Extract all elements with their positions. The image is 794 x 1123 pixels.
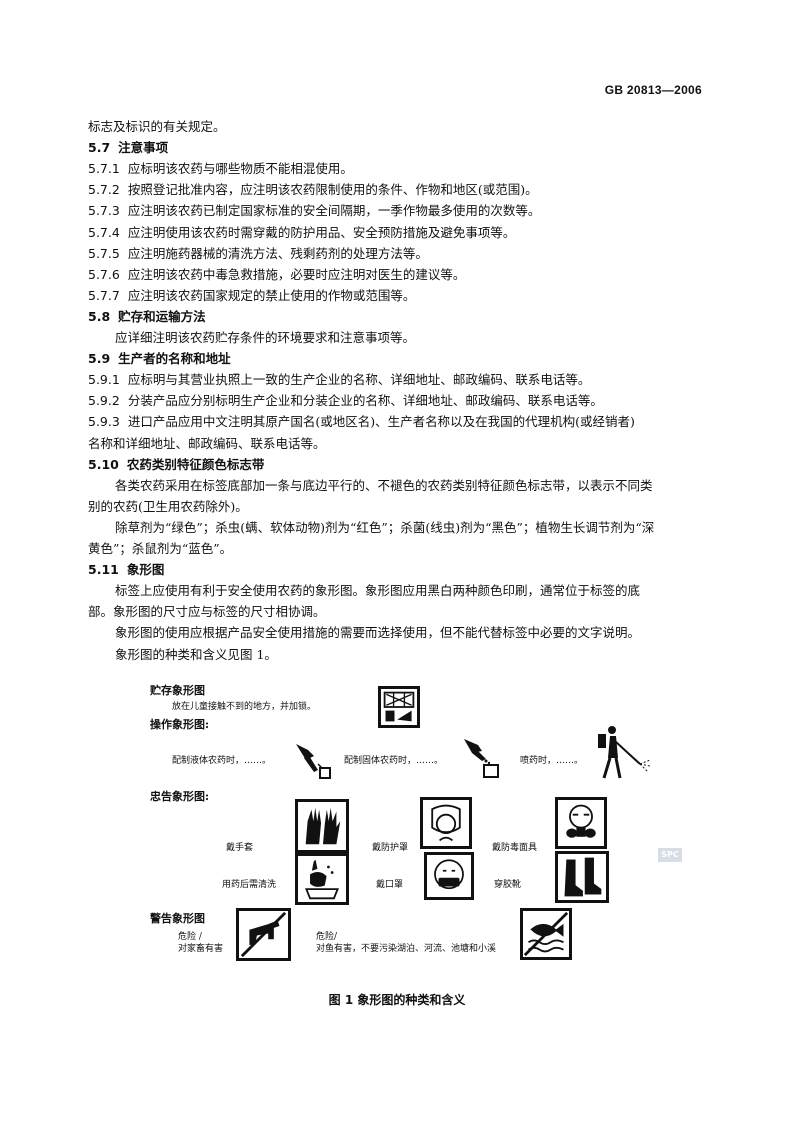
wash-text: 用药后需清洗 — [222, 880, 277, 890]
warn-fish-line2: 对鱼有害，不要污染湖泊、河流、池塘和小溪 — [316, 944, 497, 954]
warning-pictogram-title: 警告象形图 — [150, 912, 205, 925]
paragraph-line: 除草剂为“绿色”；杀虫(螨、软体动物)剂为“红色”；杀菌(线虫)剂为“黑色”；植… — [115, 520, 655, 535]
clause-number: 5.7.5 — [88, 246, 120, 261]
clause-item: 5.9.1 应标明与其营业执照上一致的生产企业的名称、详细地址、邮政编码、联系电话… — [88, 372, 708, 388]
gas-mask-text: 戴防毒面具 — [492, 843, 538, 853]
op-solid-text: 配制固体农药时，……。 — [344, 756, 444, 766]
section-number: 5.11 — [88, 562, 119, 577]
wash-hands-icon — [295, 853, 349, 905]
clause-number: 5.7.4 — [88, 225, 120, 240]
section-heading: 5.9 生产者的名称和地址 — [88, 351, 708, 367]
face-shield-icon — [420, 797, 472, 849]
section-title: 注意事项 — [118, 140, 169, 155]
clause-text: 应标明与其营业执照上一致的生产企业的名称、详细地址、邮政编码、联系电话等。 — [127, 372, 591, 387]
clause-number: 5.9.3 — [88, 414, 120, 429]
boots-text: 穿胶靴 — [494, 880, 522, 890]
paragraph-line: 部。象形图的尺寸应与标签的尺寸相协调。 — [88, 604, 326, 619]
paragraph-line: 别的农药(卫生用农药除外)。 — [88, 499, 248, 514]
clause-text: 分装产品应分别标明生产企业和分装企业的名称、详细地址、邮政编码、联系电话等。 — [127, 393, 603, 408]
clause-item: 5.7.7 应注明该农药国家规定的禁止使用的作物或范围等。 — [88, 288, 708, 304]
paragraph-line: 象形图的使用应根据产品安全使用措施的需要而选择使用，但不能代替标签中必要的文字说… — [115, 625, 641, 640]
pour-liquid-icon — [292, 740, 336, 780]
gloves-icon — [295, 799, 349, 853]
figure-caption: 图 1 象形图的种类和含义 — [328, 993, 466, 1007]
section-heading: 5.10 农药类别特征颜色标志带 — [88, 457, 708, 473]
clause-item: 5.7.5 应注明施药器械的清洗方法、残剩药剂的处理方法等。 — [88, 246, 708, 262]
clause-number: 5.7.3 — [88, 203, 120, 218]
clause-item: 5.7.6 应注明该农药中毒急救措施，必要时应注明对医生的建议等。 — [88, 267, 708, 283]
paragraph-line: 各类农药采用在标签底部加一条与底边平行的、不褪色的农药类别特征颜色标志带，以表示… — [115, 478, 653, 493]
section-title: 贮存和运输方法 — [118, 309, 206, 324]
clause-item: 5.9.2 分装产品应分别标明生产企业和分装企业的名称、详细地址、邮政编码、联系电… — [88, 393, 708, 409]
paragraph-line: 象形图的种类和含义见图 1。 — [115, 647, 277, 662]
watermark-logo: SPC — [658, 848, 682, 862]
storage-pictogram-title: 贮存象形图 — [150, 684, 205, 697]
gas-mask-icon — [555, 797, 607, 849]
standard-code: GB 20813—2006 — [604, 83, 702, 97]
section-title: 生产者的名称和地址 — [118, 351, 231, 366]
clause-text: 应注明该农药已制定国家标准的安全间隔期，一季作物最多使用的次数等。 — [127, 203, 541, 218]
clause-text: 按照登记批准内容，应注明该农药限制使用的条件、作物和地区(或范围)。 — [127, 182, 538, 197]
clause-item: 5.7.1 应标明该农药与哪些物质不能相混使用。 — [88, 161, 708, 177]
warn-livestock-line2: 对家畜有害 — [178, 944, 224, 954]
paragraph-line: 黄色”；杀鼠剂为“蓝色”。 — [88, 541, 233, 556]
clause-item: 5.9.3 进口产品应用中文注明其原产国名(或地区名)、生产者名称以及在我国的代理… — [88, 414, 708, 430]
clause-item: 5.7.3 应注明该农药已制定国家标准的安全间隔期，一季作物最多使用的次数等。 — [88, 203, 708, 219]
clause-text: 应注明该农药国家规定的禁止使用的作物或范围等。 — [127, 288, 416, 303]
storage-text: 放在儿童接触不到的地方，并加锁。 — [172, 702, 317, 712]
clause-number: 5.7.6 — [88, 267, 120, 282]
section-title: 象形图 — [126, 562, 165, 577]
paragraph-line: 标志及标识的有关规定。 — [88, 119, 226, 134]
clause-number: 5.9.1 — [88, 372, 120, 387]
section-number: 5.9 — [88, 351, 111, 366]
clause-text: 应注明该农药中毒急救措施，必要时应注明对医生的建议等。 — [127, 267, 466, 282]
paragraph-line: 标签上应使用有利于安全使用农药的象形图。象形图应用黑白两种颜色印刷，通常位于标签… — [115, 583, 641, 598]
section-number: 5.7 — [88, 140, 111, 155]
op-liquid-text: 配制液体农药时，……。 — [172, 756, 272, 766]
operation-pictogram-title: 操作象形图: — [150, 718, 210, 731]
locked-storage-icon — [378, 686, 420, 728]
paragraph-line: 名称和详细地址、邮政编码、联系电话等。 — [88, 436, 326, 451]
clause-number: 5.7.2 — [88, 182, 120, 197]
section-number: 5.10 — [88, 457, 119, 472]
mouth-mask-text: 戴口罩 — [376, 880, 404, 890]
gloves-text: 戴手套 — [226, 843, 254, 853]
warn-fish-line1: 危险/ — [316, 932, 338, 942]
livestock-hazard-icon — [236, 908, 291, 961]
pour-solid-icon — [458, 735, 502, 779]
section-title: 农药类别特征颜色标志带 — [126, 457, 265, 472]
warn-livestock-line1: 危险 / — [178, 932, 202, 942]
clause-text: 应标明该农药与哪些物质不能相混使用。 — [127, 161, 353, 176]
clause-number: 5.9.2 — [88, 393, 120, 408]
paragraph-line: 应详细注明该农药贮存条件的环境要求和注意事项等。 — [115, 330, 416, 345]
section-heading: 5.11 象形图 — [88, 562, 708, 578]
sprayer-person-icon — [590, 724, 654, 782]
op-spray-text: 喷药时，……。 — [520, 756, 584, 766]
clause-text: 进口产品应用中文注明其原产国名(或地区名)、生产者名称以及在我国的代理机构(或经… — [127, 414, 635, 429]
section-number: 5.8 — [88, 309, 111, 324]
section-heading: 5.8 贮存和运输方法 — [88, 309, 708, 325]
rubber-boots-icon — [555, 851, 609, 903]
clause-text: 应注明施药器械的清洗方法、残剩药剂的处理方法等。 — [127, 246, 428, 261]
face-shield-text: 戴防护罩 — [372, 843, 409, 853]
clause-number: 5.7.1 — [88, 161, 120, 176]
fish-hazard-icon — [520, 908, 572, 960]
clause-number: 5.7.7 — [88, 288, 120, 303]
mouth-mask-icon — [424, 852, 474, 900]
section-heading: 5.7 注意事项 — [88, 140, 708, 156]
clause-item: 5.7.4 应注明使用该农药时需穿戴的防护用品、安全预防措施及避免事项等。 — [88, 225, 708, 241]
advice-pictogram-title: 忠告象形图: — [150, 790, 210, 803]
clause-text: 应注明使用该农药时需穿戴的防护用品、安全预防措施及避免事项等。 — [127, 225, 516, 240]
clause-item: 5.7.2 按照登记批准内容，应注明该农药限制使用的条件、作物和地区(或范围)。 — [88, 182, 708, 198]
